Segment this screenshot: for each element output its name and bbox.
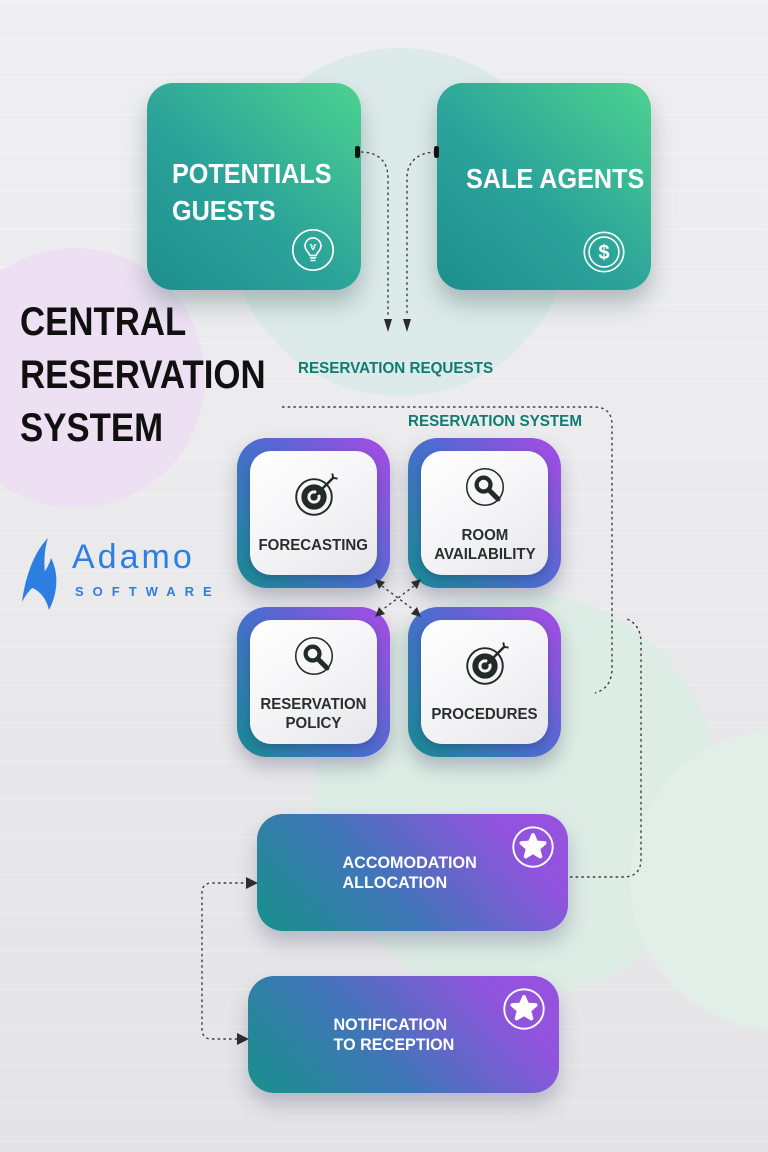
forecasting-label: FORECASTING — [258, 536, 369, 554]
box-accommodation-allocation: ACCOMODATION ALLOCATION — [257, 814, 568, 931]
svg-text:$: $ — [598, 242, 609, 264]
sale-agents-label: SALE AGENTS — [466, 163, 645, 194]
box-reservation-policy: RESERVATION POLICY — [237, 607, 390, 757]
box-notification-to-reception: NOTIFICATION TO RECEPTION — [248, 976, 559, 1093]
accommodation-allocation-label: ACCOMODATION ALLOCATION — [342, 852, 477, 892]
room-availability-label: ROOM AVAILABILITY — [433, 527, 536, 563]
decor-circle-lavender — [0, 248, 205, 508]
box-procedures: PROCEDURES — [408, 607, 561, 757]
brand-subtitle: SOFTWARE — [75, 584, 221, 599]
title-line-3: SYSTEM — [20, 406, 164, 450]
reservation-policy-label: RESERVATION POLICY — [260, 696, 367, 732]
brand-name: Adamo — [72, 538, 195, 576]
title-line-1: CENTRAL — [20, 300, 187, 344]
star-icon — [499, 984, 549, 1034]
reservation-system-label: RESERVATION SYSTEM — [408, 413, 582, 430]
box-forecasting: FORECASTING — [237, 438, 390, 588]
magnifier-icon — [460, 462, 510, 517]
title-line-2: RESERVATION — [20, 353, 266, 397]
reservation-requests-label: RESERVATION REQUESTS — [298, 360, 494, 377]
box-potentials-guests: POTENTIALS GUESTS — [147, 83, 361, 290]
procedures-label: PROCEDURES — [431, 705, 538, 723]
magnifier-icon — [289, 631, 339, 686]
page-title: CENTRAL RESERVATION SYSTEM — [20, 296, 266, 455]
potentials-guests-label: POTENTIALS GUESTS — [172, 158, 332, 226]
dollar-icon: $ — [579, 227, 629, 277]
star-icon — [508, 822, 558, 872]
target-icon — [289, 472, 339, 527]
box-sale-agents: SALE AGENTS $ — [437, 83, 651, 290]
notification-to-reception-label: NOTIFICATION TO RECEPTION — [333, 1014, 455, 1054]
box-room-availability: ROOM AVAILABILITY — [408, 438, 561, 588]
lightbulb-icon — [288, 225, 338, 275]
target-icon — [460, 641, 510, 696]
